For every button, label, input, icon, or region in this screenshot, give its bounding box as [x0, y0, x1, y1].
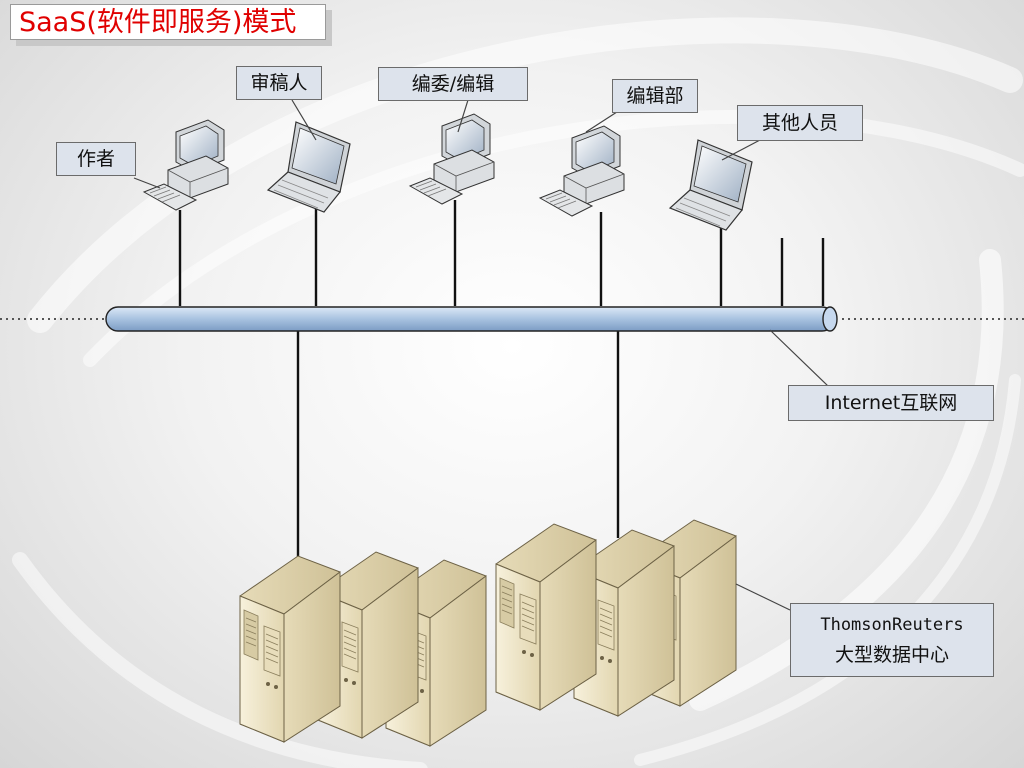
node-label-reviewer: 审稿人 — [236, 66, 322, 100]
internet-bus — [105, 306, 838, 332]
network-label: Internet互联网 — [788, 385, 994, 421]
background-swoosh — [12, 17, 1024, 768]
server-group-right — [495, 519, 737, 717]
node-label-editorial-board: 编委/编辑 — [378, 67, 528, 101]
server-icon — [495, 523, 597, 711]
others-laptop-icon — [669, 139, 753, 231]
datacenter-label: ThomsonReuters 大型数据中心 — [790, 603, 994, 677]
node-label-others: 其他人员 — [737, 105, 863, 141]
connection-lines — [178, 200, 825, 566]
server-icon — [239, 555, 341, 743]
author-computer-icon — [143, 119, 229, 211]
node-label-editorial-dept: 编辑部 — [612, 79, 698, 113]
node-label-author: 作者 — [56, 142, 136, 176]
server-group-left — [239, 551, 487, 747]
datacenter-label-line2: 大型数据中心 — [834, 644, 949, 666]
label-leaders — [133, 99, 829, 611]
datacenter-label-line1: ThomsonReuters — [820, 615, 964, 635]
page-title: SaaS(软件即服务)模式 — [10, 4, 326, 40]
